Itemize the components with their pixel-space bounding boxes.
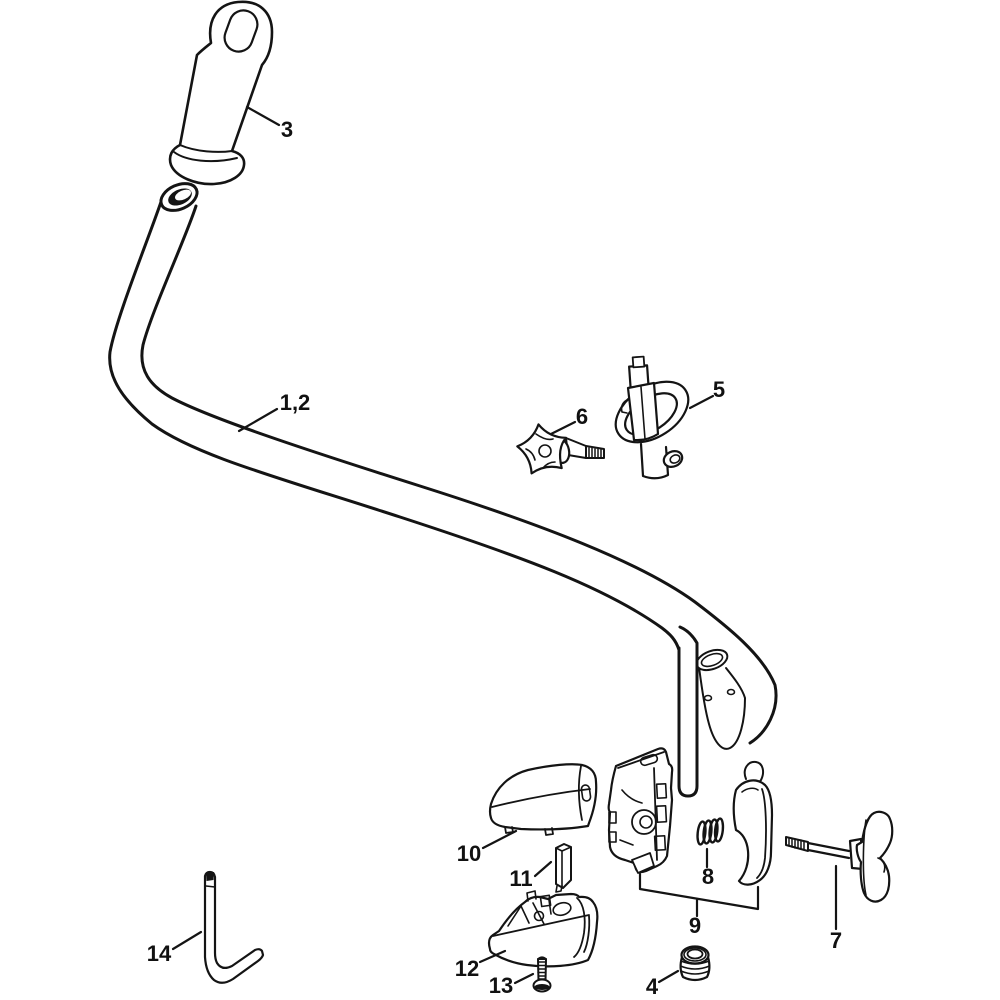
leader-6 [549, 420, 577, 436]
handlebar-tube [108, 182, 778, 745]
label-part-3: 3 [281, 117, 293, 142]
tube-lower-edge [108, 197, 681, 652]
insert-block [555, 843, 572, 893]
label-part-14: 14 [147, 941, 172, 966]
leader-12 [478, 949, 507, 964]
label-part-8: 8 [702, 864, 714, 889]
leader-3 [245, 105, 281, 127]
lower-bracket [487, 890, 599, 968]
label-part-1-2: 1,2 [280, 390, 311, 415]
star-knob-thread [585, 445, 605, 459]
threaded-plug [679, 945, 711, 982]
label-part-13: 13 [489, 973, 513, 998]
leader-lines [171, 105, 838, 985]
leader-10 [481, 829, 518, 850]
tube-vertical-end [677, 625, 699, 798]
clamp-half-right [732, 760, 774, 886]
handlebar-grip [168, 0, 274, 186]
leader-5 [688, 394, 715, 410]
label-part-4: 4 [646, 974, 659, 999]
hex-wrench [203, 870, 265, 984]
wing-screw [785, 810, 894, 903]
screw [532, 956, 552, 993]
tube-mount-sleeve [695, 648, 746, 750]
star-knob [516, 423, 605, 475]
label-part-5: 5 [713, 377, 725, 402]
group-bracket-9 [638, 872, 760, 918]
part-labels: 3 1,2 5 6 7 8 9 10 11 12 13 4 14 [147, 117, 842, 999]
label-part-7: 7 [830, 928, 842, 953]
upper-clamp-bracket [614, 355, 690, 480]
label-part-10: 10 [457, 841, 481, 866]
tube-opening [159, 182, 199, 212]
leader-14 [171, 930, 203, 951]
leader-4 [657, 969, 680, 984]
label-part-12: 12 [455, 956, 479, 981]
leader-13 [513, 972, 535, 985]
wing-screw-thread [785, 836, 809, 852]
cover-cap [488, 763, 598, 836]
spring [696, 817, 725, 846]
leader-11 [533, 860, 553, 878]
clamp-half-left [607, 747, 674, 874]
label-part-6: 6 [576, 404, 588, 429]
label-part-11: 11 [509, 866, 532, 891]
label-part-9: 9 [689, 913, 701, 938]
leader-1-2 [237, 407, 279, 433]
tube-upper-edge [140, 204, 778, 745]
